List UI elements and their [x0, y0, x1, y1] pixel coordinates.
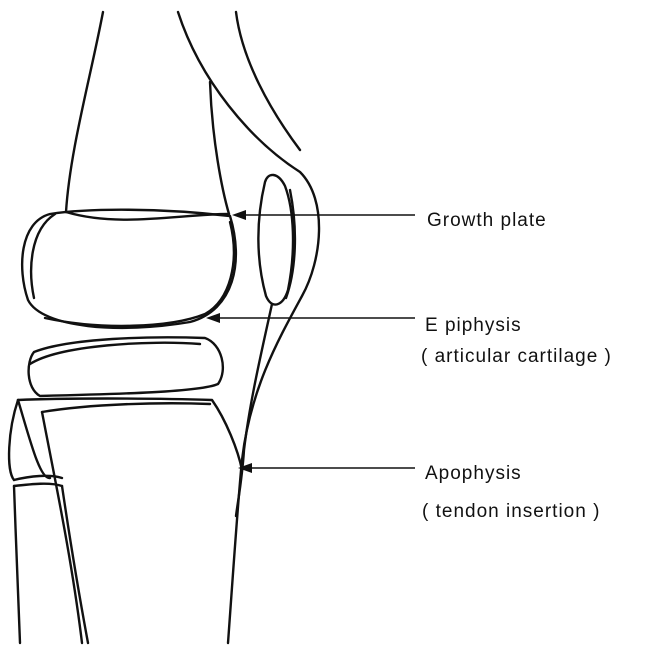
epiphysis-note-label: ( articular cartilage ): [421, 347, 612, 366]
fibula: [14, 476, 88, 643]
patella: [258, 175, 295, 305]
patellar-tendon: [178, 12, 319, 643]
proximal-tibial-epiphysis: [29, 337, 223, 396]
tibia: [9, 399, 242, 644]
apophysis-pointer: [238, 463, 415, 473]
femoral-epiphysis: [22, 210, 236, 328]
growth-plate-label: Growth plate: [427, 211, 547, 230]
apophysis-note-label: ( tendon insertion ): [422, 502, 600, 521]
apophysis-label: Apophysis: [425, 464, 522, 483]
femur-shaft: [66, 12, 229, 214]
epiphysis-label: E piphysis: [425, 316, 522, 335]
epiphysis-pointer: [206, 313, 415, 323]
